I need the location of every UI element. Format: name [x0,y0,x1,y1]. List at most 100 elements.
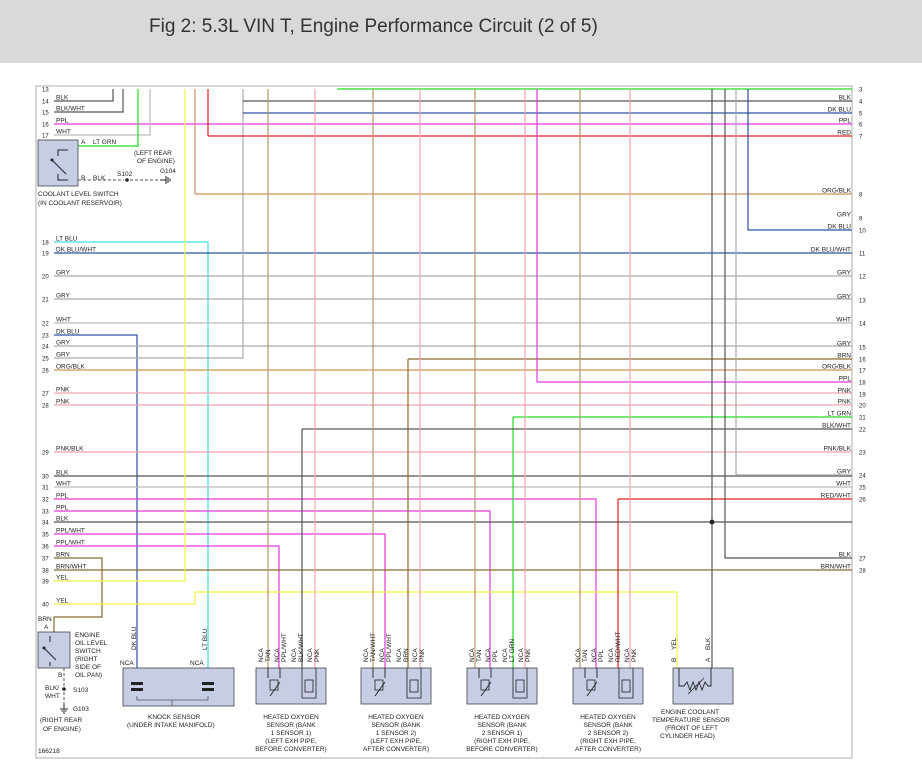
coolant-splice: S102 [117,171,133,178]
o2-sensor-name: (RIGHT EXH PIPE, [474,738,530,745]
o2-wire-label: PPL/WHT [281,633,288,662]
o2-sensor-name: BEFORE CONVERTER) [466,746,537,753]
left-wire-label: ORG/BLK [56,364,86,371]
switch-contact-icon [51,149,68,181]
right-pin-number: 3 [859,88,863,94]
o2-nca-label: NCA [396,648,403,662]
knock-nca-left: NCA [120,660,134,667]
o2-wire-label: PNK [631,648,638,662]
right-pin-number: 23 [859,451,866,457]
left-wire-label: WHT [56,317,71,324]
switch-pivot-icon [50,158,54,162]
wire-ppl-r18 [536,89,852,383]
left-wire-label: PNK [56,399,70,406]
right-pin-number: 7 [859,135,863,141]
thermistor-icon [678,668,712,692]
o2-sensor-name: 2 SENSOR 2) [588,730,628,737]
left-wire-label: WHT [56,481,71,488]
o2-nca-label: NCA [518,648,525,662]
left-wire-label: GRY [56,352,71,359]
wire-gry-r24 [735,89,852,476]
left-pin-number: 14 [42,100,49,106]
left-wire-label: PPL [56,493,69,500]
ect-pin-a: A [705,657,712,662]
o2-sensor-box [572,667,644,705]
wire-dk-blu-23 [54,334,138,668]
coolant-wire-a: LT GRN [93,139,117,146]
o2-sensor-name: SENSOR (BANK [266,722,316,729]
o2-nca-label: NCA [469,648,476,662]
sensor-element-icon [586,679,596,691]
right-wire-label: WHT [836,481,851,488]
right-pin-number: 9 [859,217,863,223]
knock-ground-link [136,696,209,706]
o2-nca-label: NCA [485,648,492,662]
right-pin-number: 27 [859,557,866,563]
coolant-pin-a: A [81,139,86,146]
o2-nca-label: NCA [363,648,370,662]
left-wire-label: BLK [56,470,69,477]
ect-wire-a: BLK [705,637,712,650]
left-pin-number: 40 [42,603,49,609]
knock-name-2: (UNDER INTAKE MANIFOLD) [127,722,215,729]
o2-wire-label: LT GRN [509,638,516,662]
right-wire-label: GRY [837,270,852,277]
left-wire-label: YEL [56,598,69,605]
page-title: Fig 2: 5.3L VIN T, Engine Performance Ci… [149,16,598,37]
splice-dot-icon [125,178,129,182]
wire-yel-39 [54,89,186,582]
heater-element-icon [621,679,631,693]
o2-wire-label: RED/WHT [615,632,622,662]
left-wire-label: PPL [56,118,69,125]
right-wire-label: ORG/BLK [822,188,852,195]
left-pin-number: 20 [42,275,49,281]
oil-name-3: SWITCH [75,648,101,655]
knock-element-right-icon [202,688,214,691]
right-pin-number: 10 [859,229,866,235]
wire-lt-blu-18 [54,241,209,668]
right-pin-number: 28 [859,569,866,575]
right-wire-label: BLK [839,95,852,102]
right-wire-label: RED/WHT [821,493,851,500]
o2-wire-label: PNK [525,648,532,662]
title-bar: Fig 2: 5.3L VIN T, Engine Performance Ci… [0,0,922,63]
right-pin-number: 17 [859,369,866,375]
o2-sensor-name: 1 SENSOR 2) [376,730,416,737]
wire-layer [53,88,852,668]
figure-id: 166218 [38,748,60,755]
right-pin-number: 21 [859,416,866,422]
wire-ppl-wht-36 [54,545,280,668]
wire-yel-40 [54,591,678,668]
right-pin-number: 24 [859,474,866,480]
o2-nca-label: NCA [307,648,314,662]
heater-loop-icon [512,668,528,699]
left-wire-label: PNK [56,387,70,394]
o2-nca-label: NCA [258,648,265,662]
o2-wire-label: PNK [419,648,426,662]
left-wire-label: BRN [56,552,70,559]
left-wire-label: WHT [56,129,71,136]
left-pin-number: 38 [42,569,49,575]
oil-pin-b: B [58,672,62,679]
right-wire-label: LT GRN [828,411,852,418]
left-wire-label: BLK [56,516,69,523]
left-pin-number: 39 [42,580,49,586]
left-pin-number: 18 [42,241,49,247]
coolant-ground: G104 [160,168,176,175]
oil-name-1: ENGINE [75,632,101,639]
left-wire-label: LT BLU [56,236,78,243]
left-wire-label: GRY [56,293,71,300]
left-pin-number: 35 [42,533,49,539]
right-pin-number: 5 [859,112,863,118]
ect-name-4: CYLINDER HEAD) [660,733,715,740]
right-wire-label: GRY [837,469,852,476]
right-wire-label: GRY [837,212,852,219]
o2-sensor-name: AFTER CONVERTER) [575,746,641,753]
knock-nca-right: NCA [190,660,204,667]
heater-element-icon [304,679,314,693]
ect-name-2: TEMPERATURE SENSOR [652,717,730,724]
